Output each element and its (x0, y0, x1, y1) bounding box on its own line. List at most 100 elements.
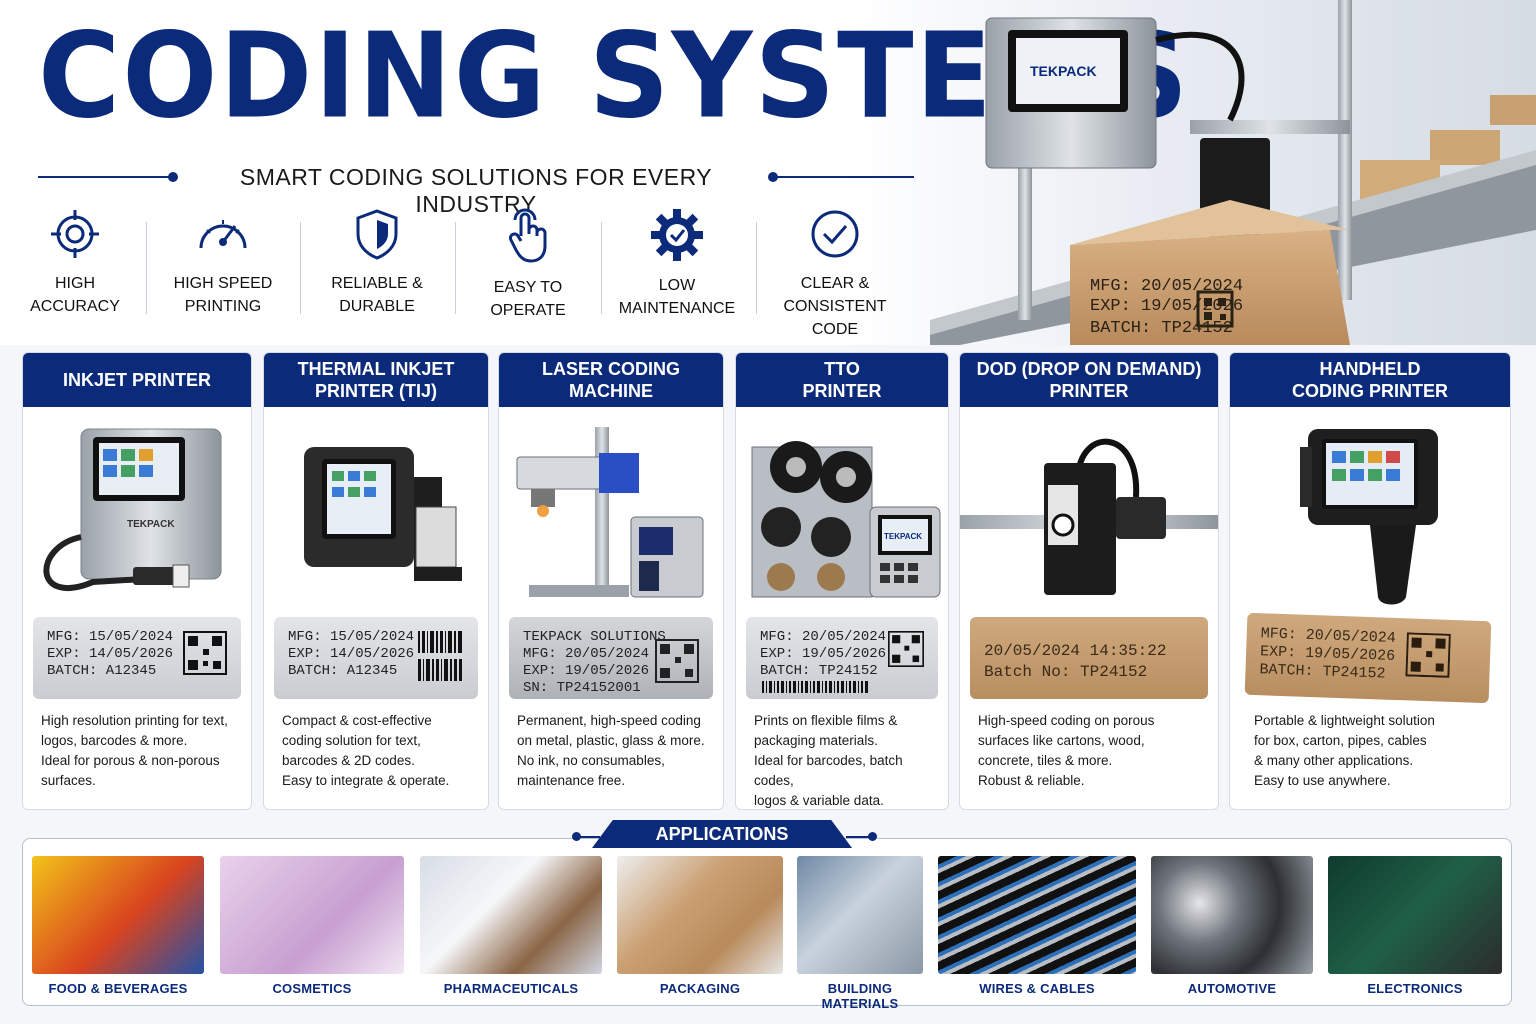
product-description: Prints on flexible films & packaging mat… (754, 711, 936, 809)
product-card-inkjet[interactable]: INKJET PRINTER TEKPACK MFG: 15/05/2024 E… (22, 352, 252, 810)
barcode-icon (418, 631, 462, 681)
product-card-dod[interactable]: DOD (DROP ON DEMAND)PRINTER 20/05/2024 1… (959, 352, 1219, 810)
application-pharmaceuticals[interactable]: PHARMACEUTICALS (420, 856, 602, 1004)
feature-label-line2: ACCURACY (30, 298, 120, 315)
description-line: Permanent, high-speed coding (517, 713, 701, 728)
print-sample-label: TEKPACK SOLUTIONS MFG: 20/05/2024 EXP: 1… (509, 617, 713, 699)
application-automotive[interactable]: AUTOMOTIVE (1151, 856, 1313, 1004)
tto-printer-illustration: TEKPACK (751, 441, 941, 598)
print-sample-line: Batch No: TP24152 (984, 663, 1148, 681)
subtitle-dot-left (168, 172, 178, 182)
print-sample-label: 20/05/2024 14:35:22 Batch No: TP24152 (970, 617, 1208, 699)
feature-label-line1: RELIABLE & (331, 275, 423, 292)
description-line: High resolution printing for text, (41, 713, 228, 728)
product-image (264, 407, 488, 617)
application-label: FOOD & BEVERAGES (48, 981, 188, 996)
dod-printer-illustration (960, 438, 1218, 595)
product-title-line2: PRINTER (TIJ) (314, 381, 437, 401)
print-sample-label: MFG: 15/05/2024 EXP: 14/05/2026 BATCH: A… (33, 617, 241, 699)
feature-label-line1: LOW (658, 277, 696, 294)
description-line: maintenance free. (517, 773, 626, 788)
product-title-line1: THERMAL INKJET (297, 359, 455, 379)
page-subtitle: SMART CODING SOLUTIONS FOR EVERY INDUSTR… (239, 164, 713, 217)
feature-consistent-code: CLEAR &CONSISTENT CODE (760, 202, 910, 338)
handheld-printer-illustration (1300, 429, 1438, 605)
conveyor-printer-illustration: TEKPACK MFG: 20/05/2024 EXP: 19/05/2026 … (930, 0, 1536, 345)
description-line: logos & variable data. (754, 793, 884, 808)
product-brand-text: TEKPACK (127, 519, 175, 530)
description-line: & many other applications. (1254, 753, 1414, 768)
application-packaging[interactable]: PACKAGING (617, 856, 783, 1004)
description-line: for box, carton, pipes, cables (1254, 733, 1427, 748)
feature-label-line1: EASY TO (493, 279, 563, 296)
application-label: BUILDING MATERIALS (821, 981, 899, 1011)
print-sample-line: EXP: 19/05/2026 (523, 663, 650, 679)
product-title-line2: CODING PRINTER (1291, 381, 1448, 401)
description-line: logos, barcodes & more. (41, 733, 188, 748)
application-cosmetics[interactable]: COSMETICS (220, 856, 404, 1004)
print-sample-line: 20/05/2024 14:35:22 (984, 642, 1167, 660)
print-sample-label: MFG: 20/05/2024 EXP: 19/05/2026 BATCH: T… (746, 617, 938, 699)
print-sample-line: EXP: 19/05/2026 (760, 646, 887, 662)
description-line: Compact & cost-effective (282, 713, 432, 728)
description-line: No ink, no consumables, (517, 753, 665, 768)
hero-qr-code (1196, 290, 1234, 328)
description-line: Portable & lightweight solution (1254, 713, 1435, 728)
check-circle-icon (811, 210, 859, 258)
feature-divider (756, 222, 757, 314)
product-title-line1: DOD (DROP ON DEMAND) (976, 359, 1202, 379)
print-sample-label: MFG: 20/05/2024 EXP: 19/05/2026 BATCH: T… (1244, 612, 1492, 704)
product-card-title: INKJET PRINTER (23, 353, 251, 407)
print-sample-line: BATCH: A12345 (288, 663, 398, 679)
feature-label-line1: HIGH (55, 275, 95, 292)
qr-code-icon (655, 639, 699, 683)
application-thumbnail (1328, 856, 1502, 974)
subtitle-rule-right (776, 176, 914, 178)
hero-illustration: TEKPACK MFG: 20/05/2024 EXP: 19/05/2026 … (930, 0, 1536, 345)
application-thumbnail (32, 856, 204, 974)
application-electronics[interactable]: ELECTRONICS (1328, 856, 1502, 1004)
description-line: surfaces. (41, 773, 96, 788)
product-description: Compact & cost-effective coding solution… (282, 711, 476, 791)
feature-divider (146, 222, 147, 314)
subtitle-row: SMART CODING SOLUTIONS FOR EVERY INDUSTR… (38, 162, 914, 217)
application-label: WIRES & CABLES (979, 981, 1095, 996)
description-line: Easy to integrate & operate. (282, 773, 450, 788)
applications-heading: APPLICATIONS (592, 820, 852, 848)
applications-rule-right (846, 836, 870, 838)
qr-code-icon (183, 631, 227, 675)
application-thumbnail (617, 856, 783, 974)
product-title-line1: INKJET PRINTER (62, 370, 212, 390)
feature-label-line1: HIGH SPEED (173, 275, 273, 292)
print-sample-line: MFG: 15/05/2024 (47, 629, 174, 645)
touch-hand-icon (509, 208, 547, 263)
crosshair-icon (51, 210, 99, 258)
hero-box-code-line: BATCH: TP24152 (1090, 319, 1233, 338)
product-brand-text: TEKPACK (884, 532, 922, 541)
application-building-materials[interactable]: BUILDING MATERIALS (797, 856, 923, 1011)
product-description: High-speed coding on porous surfaces lik… (978, 711, 1206, 791)
product-title-line1: HANDHELD (1319, 359, 1421, 379)
hero-brand-text: TEKPACK (1030, 63, 1097, 79)
print-sample-label: MFG: 15/05/2024 EXP: 14/05/2026 BATCH: A… (274, 617, 478, 699)
application-wires-cables[interactable]: WIRES & CABLES (938, 856, 1136, 1004)
print-sample-line: SN: TP24152001 (523, 680, 641, 696)
description-line: concrete, tiles & more. (978, 753, 1113, 768)
application-label: PACKAGING (659, 981, 741, 996)
application-food-beverages[interactable]: FOOD & BEVERAGES (32, 856, 204, 1004)
product-title-line2: PRINTER (1049, 381, 1129, 401)
application-thumbnail (938, 856, 1136, 974)
product-image (1230, 407, 1510, 617)
description-line: coding solution for text, (282, 733, 421, 748)
